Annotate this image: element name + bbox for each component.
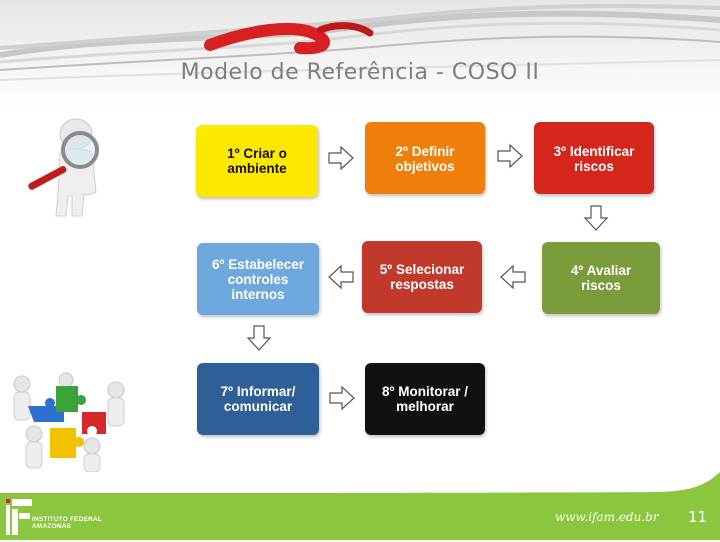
page-number: 11 [688,508,708,526]
step-2-define-objectives: 2º Definir objetivos [365,122,485,194]
slide-title: Modelo de Referência - COSO II [180,60,540,85]
logo-text: INSTITUTO FEDERAL AMAZONAS [32,516,103,530]
step-8-monitor-improve: 8º Monitorar / melhorar [365,363,485,435]
arrow-left-icon [500,264,526,290]
step-6-internal-controls: 6º Estabelecer controles internos [197,243,319,315]
ifam-logo [4,497,114,537]
arrow-right-icon [329,385,355,411]
arrow-down-icon [583,205,609,231]
arrow-right-icon [328,145,354,171]
step-1-create-environment: 1º Criar o ambiente [196,125,318,197]
website-link[interactable]: www.ifam.edu.br [555,510,659,524]
person-with-magnifier-icon [18,112,118,222]
arrow-right-icon [497,143,523,169]
footer-bar [0,493,720,540]
puzzle-team-icon [4,372,136,473]
header-banner [0,0,720,110]
step-7-inform-communicate: 7º Informar/ comunicar [197,363,319,435]
arrow-left-icon [328,264,354,290]
step-3-identify-risks: 3º Identificar riscos [534,122,654,194]
step-5-select-responses: 5º Selecionar respostas [362,241,482,313]
arrow-down-icon [246,325,272,351]
step-4-evaluate-risks: 4º Avaliar riscos [542,242,660,314]
